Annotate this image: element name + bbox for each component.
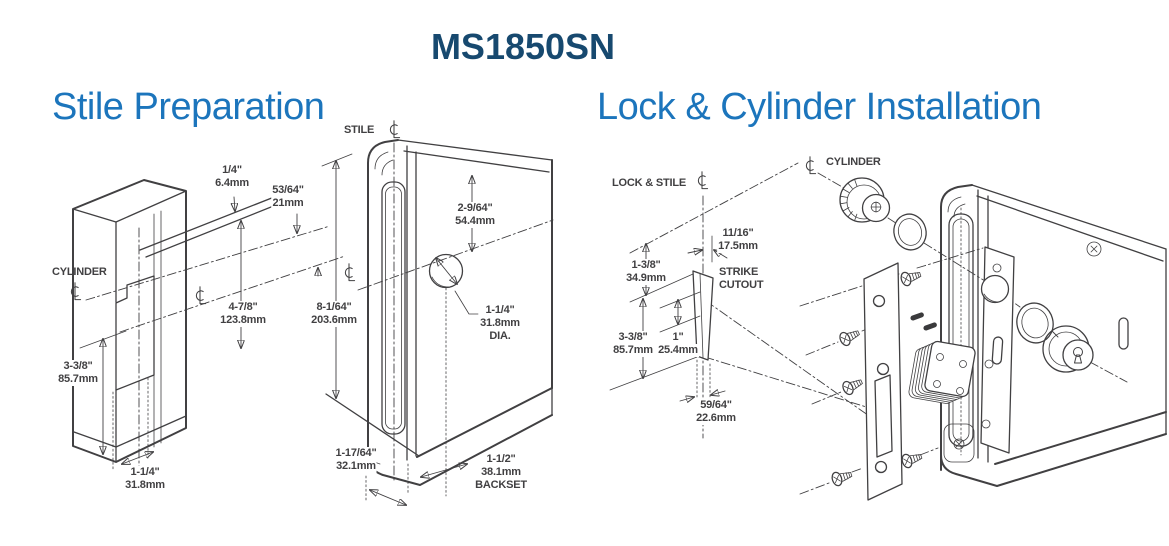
cylinder-label-left: CYLINDER <box>52 266 107 278</box>
dim-prep-height: 8-1/64" 203.6mm <box>310 301 358 327</box>
stile-label: STILE <box>344 124 375 136</box>
centerline-icon <box>697 171 709 190</box>
lock-side-plate-drawing <box>980 246 1015 454</box>
ring-1-drawing <box>893 213 927 251</box>
centerline-icon <box>805 156 817 175</box>
cylinder-label-right: CYLINDER <box>826 156 881 168</box>
dim-strike-width: 59/64" 22.6mm <box>695 399 737 425</box>
dim-strike-height: 3-3/8" 85.7mm <box>612 331 654 357</box>
lock-stile-label: LOCK & STILE <box>612 177 686 189</box>
dimension-lines-middle <box>365 176 479 505</box>
lock-body-drawing <box>908 340 976 404</box>
dim-centerline-gap: 53/64" 21mm <box>271 184 305 210</box>
dim-notch-width: 1-1/4" 31.8mm <box>124 466 166 492</box>
stile-drilled-drawing <box>357 139 554 486</box>
faceplate-drawing <box>863 262 903 501</box>
dim-notch-offset: 1/4" 6.4mm <box>214 164 250 190</box>
strike-cutout-label: STRIKE CUTOUT <box>718 266 765 292</box>
strike-cutout-drawing <box>609 270 714 391</box>
dim-cutout-height: 4-7/8" 123.8mm <box>219 301 267 327</box>
dim-hole-diameter: 1-1/4" 31.8mm DIA. <box>479 304 521 343</box>
centerline-icon <box>344 263 356 282</box>
ring-2-drawing <box>1016 302 1054 344</box>
spacer-pins <box>910 312 937 331</box>
dim-strike-offset: 11/16" 17.5mm <box>717 227 759 253</box>
dimension-lines-left <box>79 153 420 471</box>
dim-backset: 1-1/2" 38.1mm BACKSET <box>474 453 528 492</box>
centerline-icon <box>195 286 207 305</box>
centerline-icon <box>389 120 401 139</box>
centerlines-left <box>85 225 346 333</box>
stile-notched-drawing <box>72 179 187 469</box>
dim-bottom-distance: 3-3/8" 85.7mm <box>57 360 99 386</box>
stile-preparation-heading: Stile Preparation <box>52 86 325 128</box>
dim-hole-distance: 2-9/64" 54.4mm <box>454 202 496 228</box>
page-title: MS1850SN <box>430 26 616 67</box>
dim-strike-inner: 1" 25.4mm <box>657 331 699 357</box>
cylinder-2-drawing <box>1042 325 1094 373</box>
cylinder-1-drawing <box>839 177 891 223</box>
dim-stile-width: 1-17/64" 32.1mm <box>334 447 378 473</box>
dim-strike-top: 1-3/8" 34.9mm <box>625 259 667 285</box>
stile-channel-right-drawing <box>940 184 1167 487</box>
lock-installation-heading: Lock & Cylinder Installation <box>597 86 1042 128</box>
